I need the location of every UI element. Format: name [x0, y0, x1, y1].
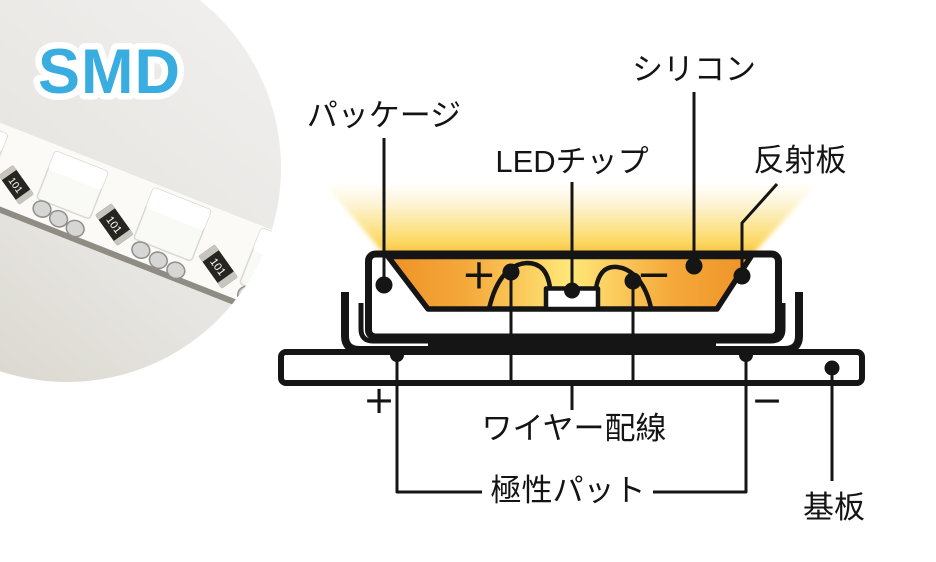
- lead-frame-left-inner: [358, 303, 429, 344]
- pcb-substrate: [278, 349, 865, 386]
- label-substrate: 基板: [803, 490, 865, 525]
- marker-dot-led-chip: [564, 282, 580, 299]
- reflector-cavity: [385, 253, 754, 312]
- label-polarity-pad: 極性パット: [490, 473, 646, 508]
- marker-dot-silicone: [685, 257, 703, 275]
- label-wire: ワイヤー配線: [481, 411, 667, 446]
- led-package-photo: [131, 187, 212, 280]
- callout-reflector-line: [740, 182, 779, 276]
- marker-dot-substrate: [824, 360, 840, 376]
- marker-dot-pad-left: [390, 348, 404, 362]
- marker-dot-wire-left: [502, 263, 520, 281]
- bond-wire-left: [486, 260, 553, 312]
- marker-dot-pad-right: [739, 348, 753, 362]
- plus-symbol-board: +: [363, 378, 395, 422]
- marker-dot-package: [375, 276, 393, 294]
- bond-wire-right: [593, 264, 654, 311]
- callout-polarity-pad-right: [653, 355, 748, 494]
- resistor-photo: 101: [198, 244, 238, 289]
- marker-dot-wire-right: [624, 272, 642, 290]
- label-silicone: シリコン: [632, 52, 756, 87]
- plus-symbol-cavity: +: [461, 249, 497, 299]
- label-package: パッケージ: [306, 98, 462, 133]
- callout-polarity-pad-left: [395, 355, 482, 494]
- label-reflector: 反射板: [753, 143, 847, 178]
- resistor-photo: 101: [0, 164, 34, 205]
- strip-edge: [0, 102, 281, 369]
- label-led-chip: LEDチップ: [495, 144, 649, 179]
- resistor-photo: 101: [95, 203, 134, 246]
- minus-symbol-board: −: [751, 378, 783, 422]
- lead-frame-right-inner: [715, 303, 786, 344]
- marker-dots: [375, 257, 840, 376]
- led-package-photo: [32, 150, 109, 238]
- minus-symbol-cavity: −: [636, 249, 672, 299]
- smd-badge: SMD: [38, 37, 181, 107]
- marker-dot-reflector: [733, 267, 751, 285]
